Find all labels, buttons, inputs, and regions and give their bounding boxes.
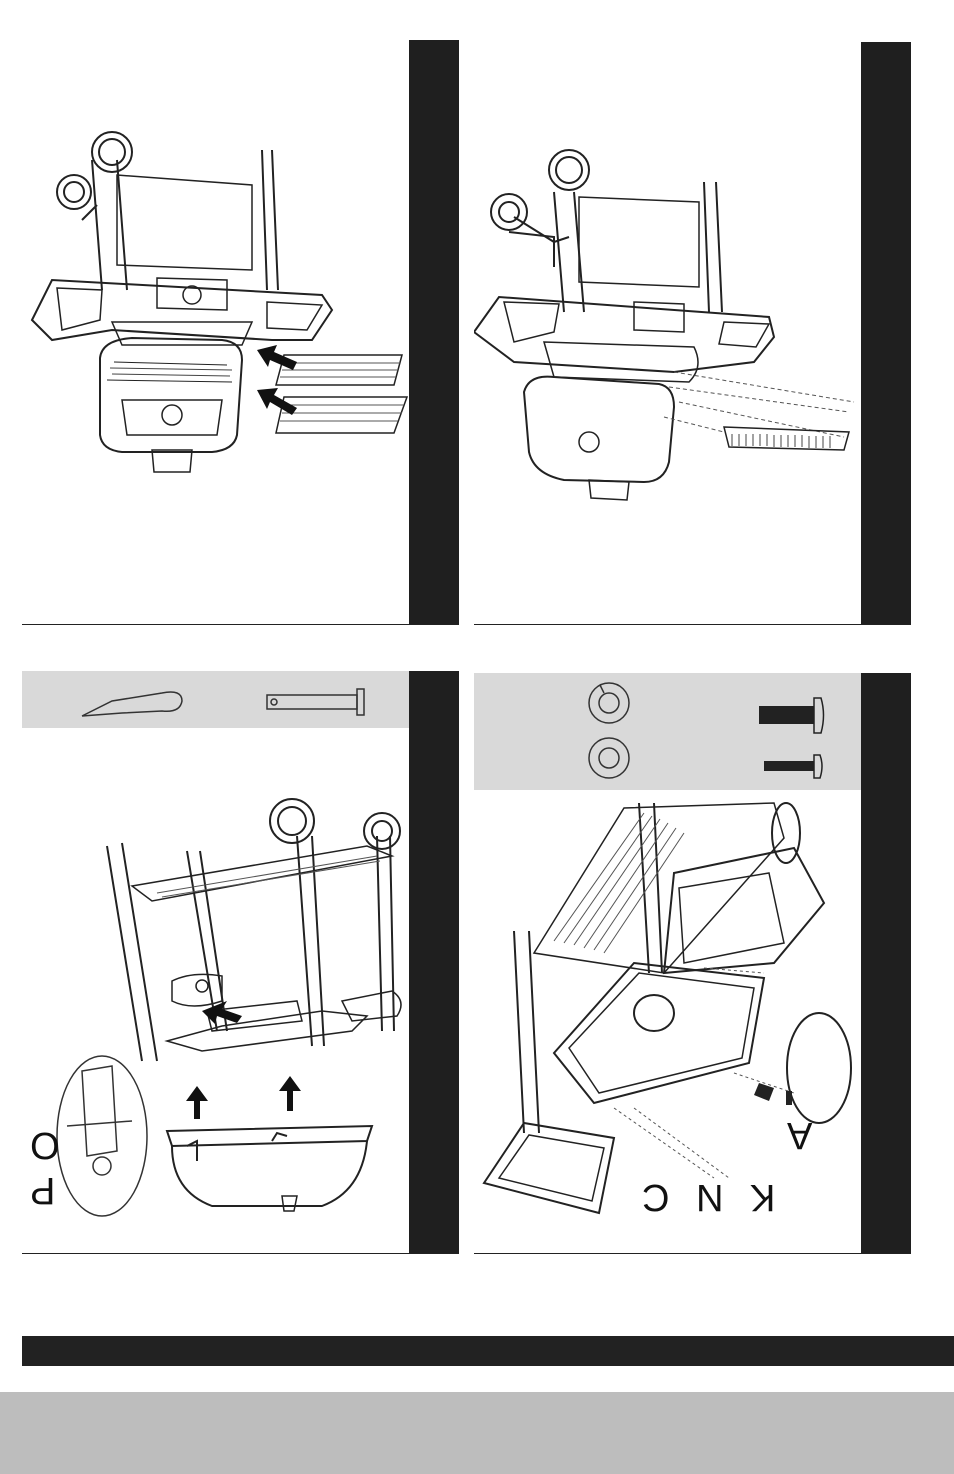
page-footer-band: [0, 1392, 954, 1474]
page-bottom-bar: [22, 1336, 954, 1366]
step-sidebar: [409, 40, 459, 625]
flat-washer-icon: [589, 738, 629, 778]
lock-washer-icon: [589, 683, 629, 723]
step-sidebar: [861, 673, 911, 1254]
step-panel-bottom-left: O P: [22, 671, 459, 1254]
grill-illustration-cooking-grates: [22, 40, 409, 625]
callout-label-knc: K N C: [634, 1178, 775, 1216]
step-sidebar: [409, 671, 459, 1254]
cotter-pin-icon: [82, 692, 182, 716]
bolt-icon: [759, 698, 824, 733]
step-panel-bottom-right: A K N C: [474, 673, 911, 1254]
clevis-pin-icon: [267, 689, 364, 715]
step-sidebar: [861, 42, 911, 625]
step-panel-top-left: [22, 40, 459, 625]
callout-label-p: P: [22, 1171, 55, 1209]
grill-illustration-burner-housing: [474, 673, 861, 1254]
grill-illustration-firebox-attach: [22, 671, 409, 1254]
callout-label-o: O: [22, 1126, 60, 1164]
step-panel-top-right: [474, 42, 911, 625]
grill-illustration-grease-tray: [474, 42, 861, 625]
callout-label-a: A: [779, 1116, 812, 1154]
bolt-icon: [764, 755, 822, 778]
arrow-icon: [186, 1001, 301, 1119]
